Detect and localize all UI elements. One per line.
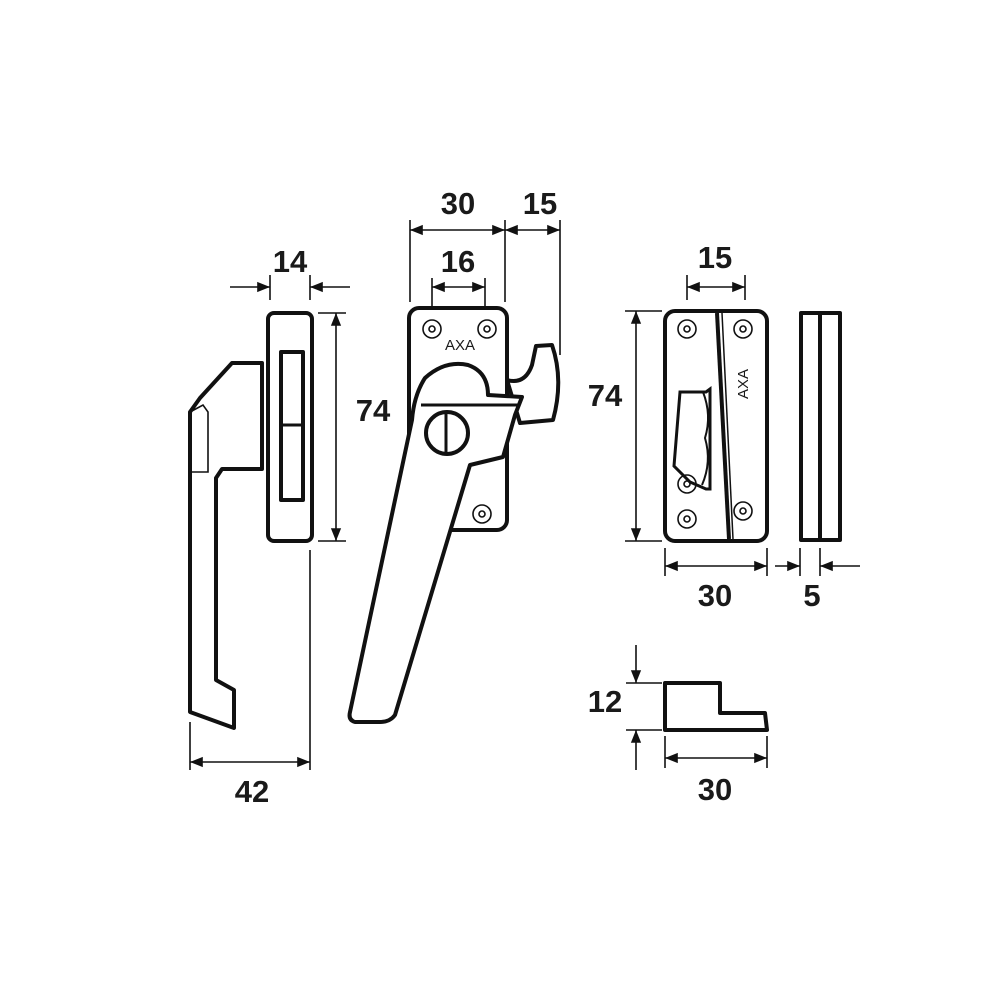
dim-16: 16: [441, 244, 475, 279]
dim-15-top: 15: [523, 186, 557, 221]
keep-view: 15 74 30 5 AXA: [588, 240, 860, 613]
front-view: 30 15 16 AXA: [347, 186, 561, 724]
dim-42: 42: [235, 774, 269, 809]
wedge: [663, 681, 769, 732]
dim-14: 14: [273, 244, 308, 279]
dim-5: 5: [803, 578, 820, 613]
brand-axa-keep: AXA: [735, 369, 752, 399]
dim-15-keep: 15: [698, 240, 732, 275]
dim-74-side: 74: [356, 393, 391, 428]
wedge-view: 12 30: [588, 645, 769, 807]
handle-side-profile: [188, 361, 264, 730]
dim-74-keep: 74: [588, 378, 623, 413]
screw-holes: [422, 319, 497, 524]
side-view: 14 74 42: [188, 244, 391, 809]
dim-30-keep: 30: [698, 578, 732, 613]
handle-lever: [347, 361, 524, 724]
brand-axa-handle: AXA: [445, 337, 475, 354]
dim-30-top: 30: [441, 186, 475, 221]
dim-12: 12: [588, 684, 622, 719]
dim-30-wedge: 30: [698, 772, 732, 807]
